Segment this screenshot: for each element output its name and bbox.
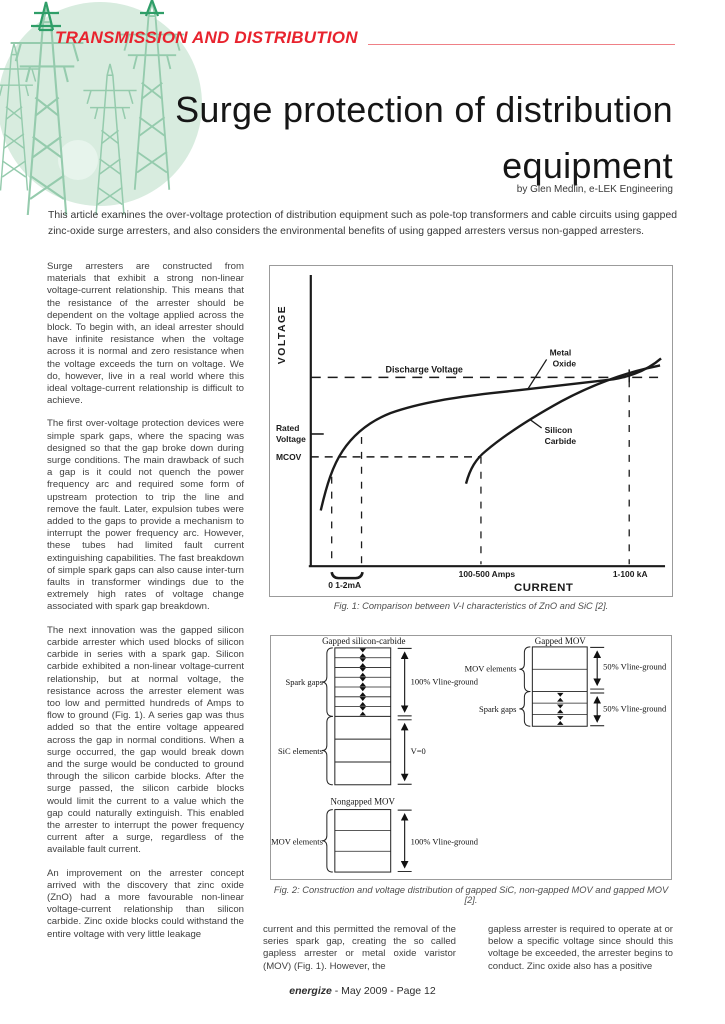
intro-paragraph: This article examines the over-voltage p… <box>48 210 677 237</box>
dimension-arrows <box>397 646 605 873</box>
silicon-carbide-label-2: Carbide <box>545 436 577 446</box>
metal-oxide-label-1: Metal <box>550 347 572 357</box>
v0-label: V=0 <box>411 746 426 756</box>
figure-2-diagram: Gapped silicon-carbide Gapped MOV Nongap… <box>271 636 667 873</box>
sic-row-dividers <box>334 715 391 763</box>
article-title-line1: Surge protection of distribution <box>175 89 673 130</box>
tower-dark-tips <box>31 0 164 32</box>
spark-gaps-label: Spark gaps <box>479 704 516 714</box>
body-paragraph: An improvement on the arrester concept a… <box>47 867 244 940</box>
middle-column: current and this permitted the removal o… <box>263 924 456 984</box>
left-column: Surge arresters are constructed from mat… <box>47 261 244 952</box>
milliamp-bracket <box>330 571 364 580</box>
gapped-mov-title: Gapped MOV <box>535 636 587 646</box>
section-header: TRANSMISSION AND DISTRIBUTION <box>55 28 675 48</box>
journal-name: energize <box>289 985 332 997</box>
gapped-mov-dividers <box>532 668 588 716</box>
spark-row-dividers <box>334 657 391 707</box>
body-paragraph: Surge arresters are constructed from mat… <box>47 261 244 407</box>
figure-2: Gapped silicon-carbide Gapped MOV Nongap… <box>270 635 672 880</box>
mov-elements-label: MOV elements <box>271 836 323 846</box>
discharge-voltage-label: Discharge Voltage <box>386 364 463 374</box>
silicon-carbide-curve <box>464 364 661 484</box>
v50-label: 50% Vline-ground <box>603 703 667 713</box>
green-circle <box>0 2 202 206</box>
v100-label: 100% Vline-ground <box>411 677 479 687</box>
header-rule <box>367 43 675 45</box>
rated-voltage-label-2: Voltage <box>276 434 306 444</box>
figure-1-caption: Fig. 1: Comparison between V-I character… <box>333 601 609 611</box>
right-column: gapless arrester is required to operate … <box>488 924 673 984</box>
light-spot <box>58 140 98 180</box>
gapped-mov-stack <box>531 646 588 727</box>
article-title: Surge protection of distribution equipme… <box>175 82 673 194</box>
body-paragraph: The next innovation was the gapped silic… <box>47 624 244 856</box>
mov-elements-label: MOV elements <box>465 664 517 674</box>
figure-2-caption: Fig. 2: Construction and voltage distrib… <box>273 885 669 905</box>
body-paragraph: gapless arrester is required to operate … <box>488 924 673 972</box>
figure-1-chart: VOLTAGE Discharge Voltage Rated Voltage … <box>276 274 666 594</box>
nongapped-mov-title: Nongapped MOV <box>331 797 396 807</box>
spark-gaps-label: Spark gaps <box>285 677 322 687</box>
page-footer: energize - May 2009 - Page 12 <box>0 985 725 997</box>
article-title-line2: equipment <box>502 145 673 186</box>
x-tick-amps: 100-500 Amps <box>459 569 516 579</box>
v100-label: 100% Vline-ground <box>411 836 479 846</box>
x-tick-kiloamp: 1-100 kA <box>613 569 648 579</box>
x-tick-milliamp: 0 1-2mA <box>328 580 361 590</box>
byline: by Glen Medlin, e-LEK Engineering <box>516 184 673 195</box>
metal-oxide-curve <box>319 357 662 511</box>
x-axis-label: CURRENT <box>514 582 573 594</box>
mov-row-dividers <box>334 830 391 852</box>
figure-1: VOLTAGE Discharge Voltage Rated Voltage … <box>269 265 673 597</box>
nongapped-mov-stack <box>334 809 392 873</box>
gapped-sic-title: Gapped silicon-carbide <box>322 636 405 646</box>
silicon-carbide-label-1: Silicon <box>545 425 573 435</box>
section-title: TRANSMISSION AND DISTRIBUTION <box>55 28 358 47</box>
rated-voltage-label-1: Rated <box>276 423 299 433</box>
y-axis-label: VOLTAGE <box>277 305 288 364</box>
metal-oxide-pointer <box>527 359 548 390</box>
footer-text: - May 2009 - Page 12 <box>331 985 436 997</box>
metal-oxide-label-2: Oxide <box>553 358 577 368</box>
tower-artwork-image <box>0 0 202 215</box>
body-paragraph: The first over-voltage protection device… <box>47 418 244 613</box>
silicon-carbide-pointer <box>530 419 543 429</box>
mcov-label: MCOV <box>276 452 302 462</box>
v50-label: 50% Vline-ground <box>603 662 667 672</box>
sic-elements-label: SiC elements <box>278 746 323 756</box>
body-paragraph: current and this permitted the removal o… <box>263 924 456 972</box>
